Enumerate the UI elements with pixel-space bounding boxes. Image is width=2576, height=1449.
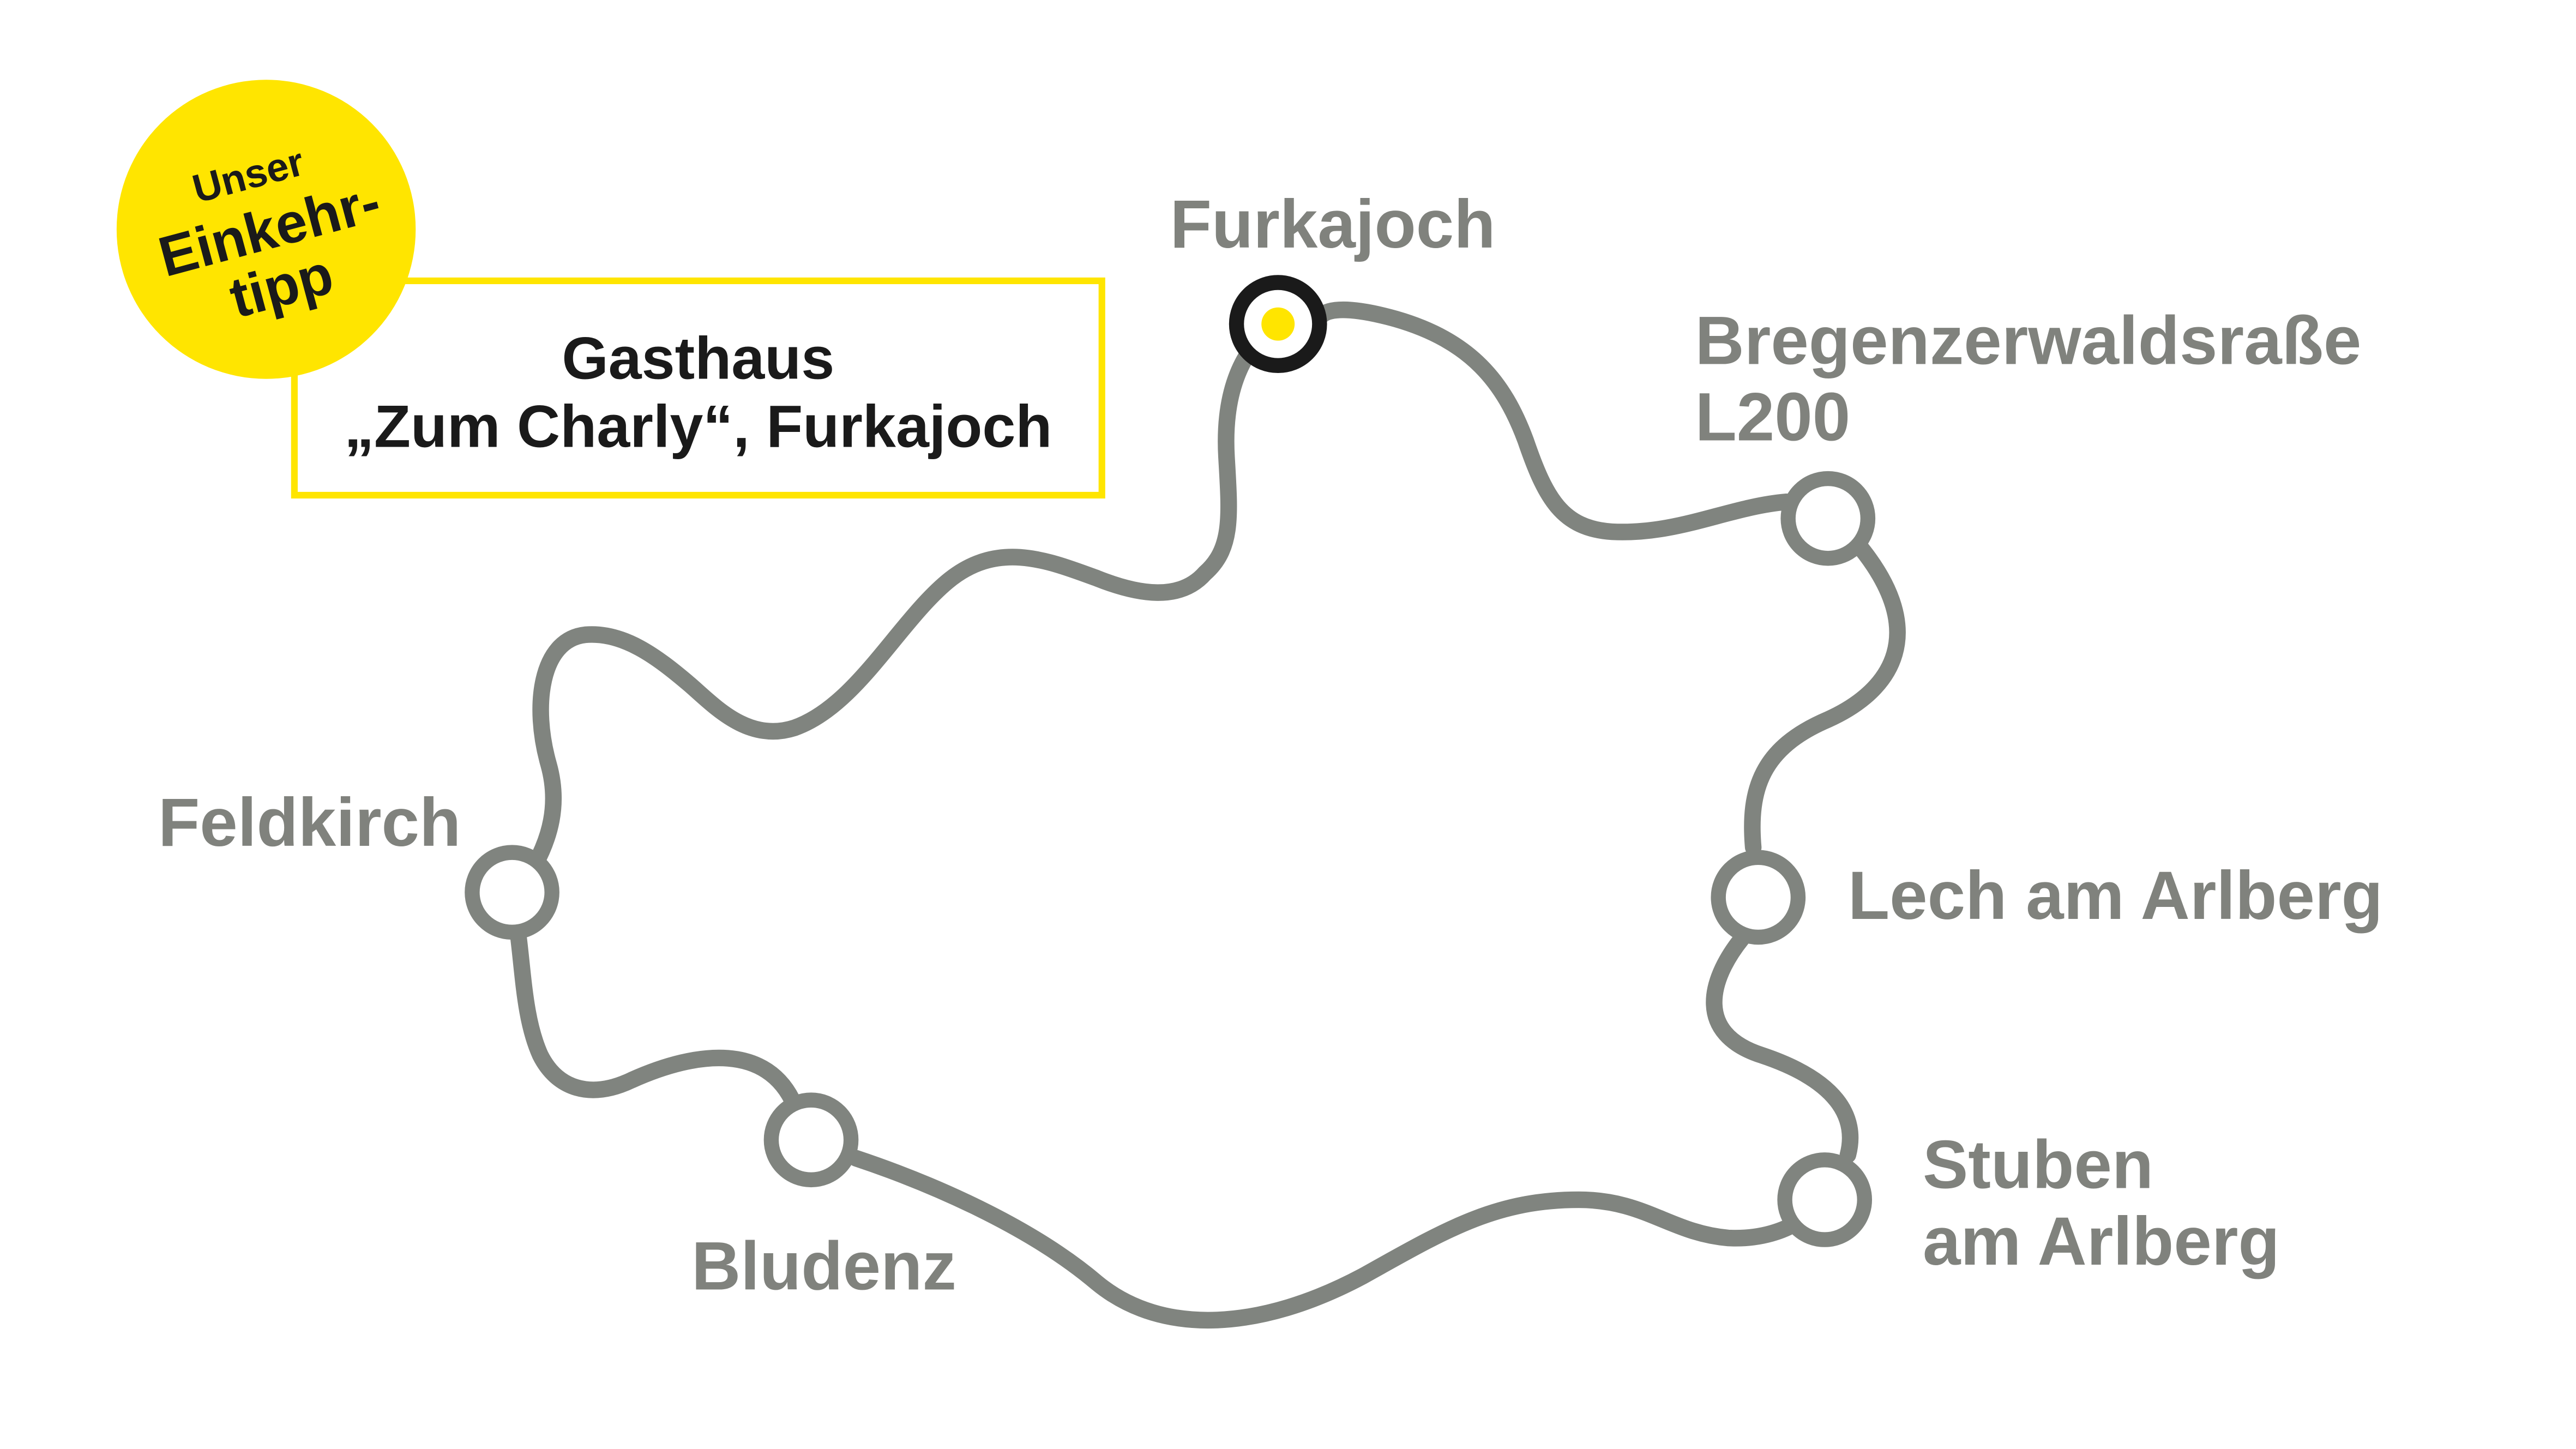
stop-node-bregenzerwald[interactable] [1780, 471, 1876, 566]
label-stuben-line1: Stuben [1923, 1127, 2153, 1203]
route-line [510, 301, 1906, 1329]
stop-node-bludenz[interactable] [763, 1092, 859, 1188]
label-bludenz: Bludenz [691, 1228, 956, 1304]
tip-box-line2: „Zum Charly“, Furkajoch [344, 394, 1052, 460]
label-furkajoch: Furkajoch [1170, 187, 1496, 262]
label-feldkirch: Feldkirch [158, 785, 461, 861]
tip-badge [116, 80, 416, 379]
label-bregenzerwald-line2: L200 [1695, 379, 1851, 455]
label-stuben-line2: am Arlberg [1923, 1204, 2280, 1279]
label-lech: Lech am Arlberg [1848, 858, 2383, 934]
tip-box-line1: Gasthaus [562, 326, 834, 392]
stop-node-stuben[interactable] [1777, 1152, 1873, 1247]
stop-node-feldkirch[interactable] [465, 845, 559, 940]
furkajoch-highlight-dot [1261, 307, 1295, 341]
tip-box [291, 277, 1105, 499]
stop-node-lech[interactable] [1711, 850, 1806, 945]
label-bregenzerwald-line1: Bregenzerwaldsraße [1695, 303, 2362, 378]
